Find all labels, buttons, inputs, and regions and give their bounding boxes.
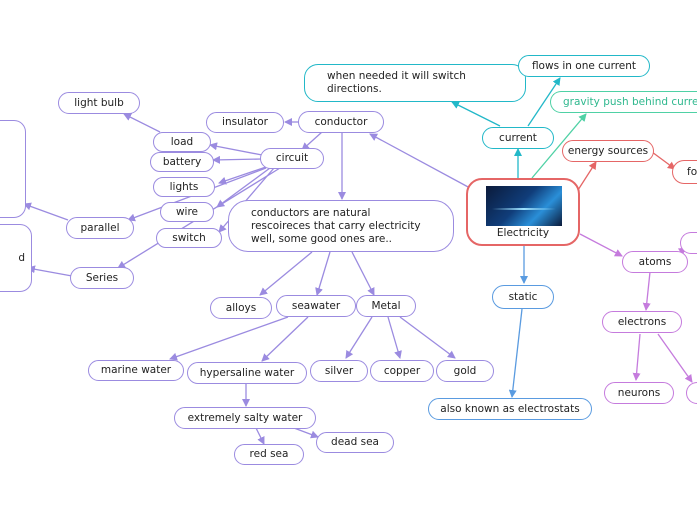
link-load-lightbulb [123,113,161,133]
node-light-bulb[interactable]: light bulb [58,92,140,114]
link-desc-metal [351,251,375,296]
node-conductor[interactable]: conductor [298,111,384,133]
node-load[interactable]: load [153,132,211,152]
link-atoms-electrons [642,271,651,311]
link-electricity-gravity [531,113,587,179]
node-marine-water[interactable]: marine water [88,360,184,381]
node-when-needed-switch-directions[interactable]: when needed it will switch directions. [304,64,526,102]
link-electricity-conductor [369,133,471,189]
link-circuit-battery [212,155,263,164]
node-seawater[interactable]: seawater [276,295,356,317]
link-parallel-left [23,202,69,221]
node-gold[interactable]: gold [436,360,494,382]
node-metal[interactable]: Metal [356,295,416,317]
node-parallel[interactable]: parallel [66,217,134,239]
link-extremely-redsea [255,427,265,445]
node-hypersaline-water[interactable]: hypersaline water [187,362,307,384]
left-partial-node-top[interactable] [0,120,26,218]
node-current[interactable]: current [482,127,554,149]
node-fo-partial[interactable]: fo [672,160,697,184]
link-static-alsoknown [508,308,523,398]
node-silver[interactable]: silver [310,360,368,382]
node-switch[interactable]: switch [156,228,222,248]
node-red-sea[interactable]: red sea [234,444,304,465]
link-current-flows [527,77,561,127]
center-label: Electricity [496,227,550,239]
node-electrons[interactable]: electrons [602,311,682,333]
node-also-known-as-electrostats[interactable]: also known as electrostats [428,398,592,420]
link-electricity-energy [577,161,597,191]
link-circuit-load [209,142,263,156]
link-extremely-deadsea [293,427,319,439]
node-wire[interactable]: wire [160,202,214,222]
link-electrons-neurons [632,333,641,381]
link-seawater-marine [169,316,289,361]
node-alloys[interactable]: alloys [210,297,272,319]
node-series[interactable]: Series [70,267,134,289]
link-current-whenneeded [451,101,501,127]
link-conductor-circuit [301,131,323,151]
node-electricity-center[interactable]: Electricity [466,178,580,246]
node-battery[interactable]: battery [150,152,214,172]
link-circuit-lights [218,166,267,185]
node-lights[interactable]: lights [153,177,215,197]
node-insulator[interactable]: insulator [206,112,284,133]
link-energy-fo [651,151,676,170]
link-series-left [27,265,73,277]
node-dead-sea[interactable]: dead sea [316,432,394,453]
left-partial-node-bottom[interactable]: d [0,224,32,292]
link-metal-gold [399,316,456,359]
node-right-partial-top[interactable] [680,232,697,254]
node-atoms[interactable]: atoms [622,251,688,273]
link-electricity-atoms [579,233,623,257]
link-electrons-right [657,333,693,383]
node-static[interactable]: static [492,285,554,309]
node-extremely-salty-water[interactable]: extremely salty water [174,407,316,429]
node-gravity-push-behind-current[interactable]: gravity push behind current [550,91,697,113]
link-metal-copper [387,316,402,359]
link-desc-seawater [315,251,331,296]
node-energy-sources[interactable]: energy sources [562,140,654,162]
fo-partial-label: fo [687,165,697,178]
node-neurons[interactable]: neurons [604,382,674,404]
node-circuit[interactable]: circuit [260,148,324,169]
link-seawater-hypersaline [261,316,309,362]
node-copper[interactable]: copper [370,360,434,382]
electricity-image [486,186,562,226]
link-circuit-wire [216,167,271,208]
left-partial-label: d [18,251,25,264]
gravity-label: gravity push behind current [563,95,697,108]
node-flows-in-one-current[interactable]: flows in one current [518,55,650,77]
node-conductors-description[interactable]: conductors are natural rescoireces that … [228,200,454,252]
link-desc-alloys [259,251,313,296]
link-metal-silver [345,316,373,359]
